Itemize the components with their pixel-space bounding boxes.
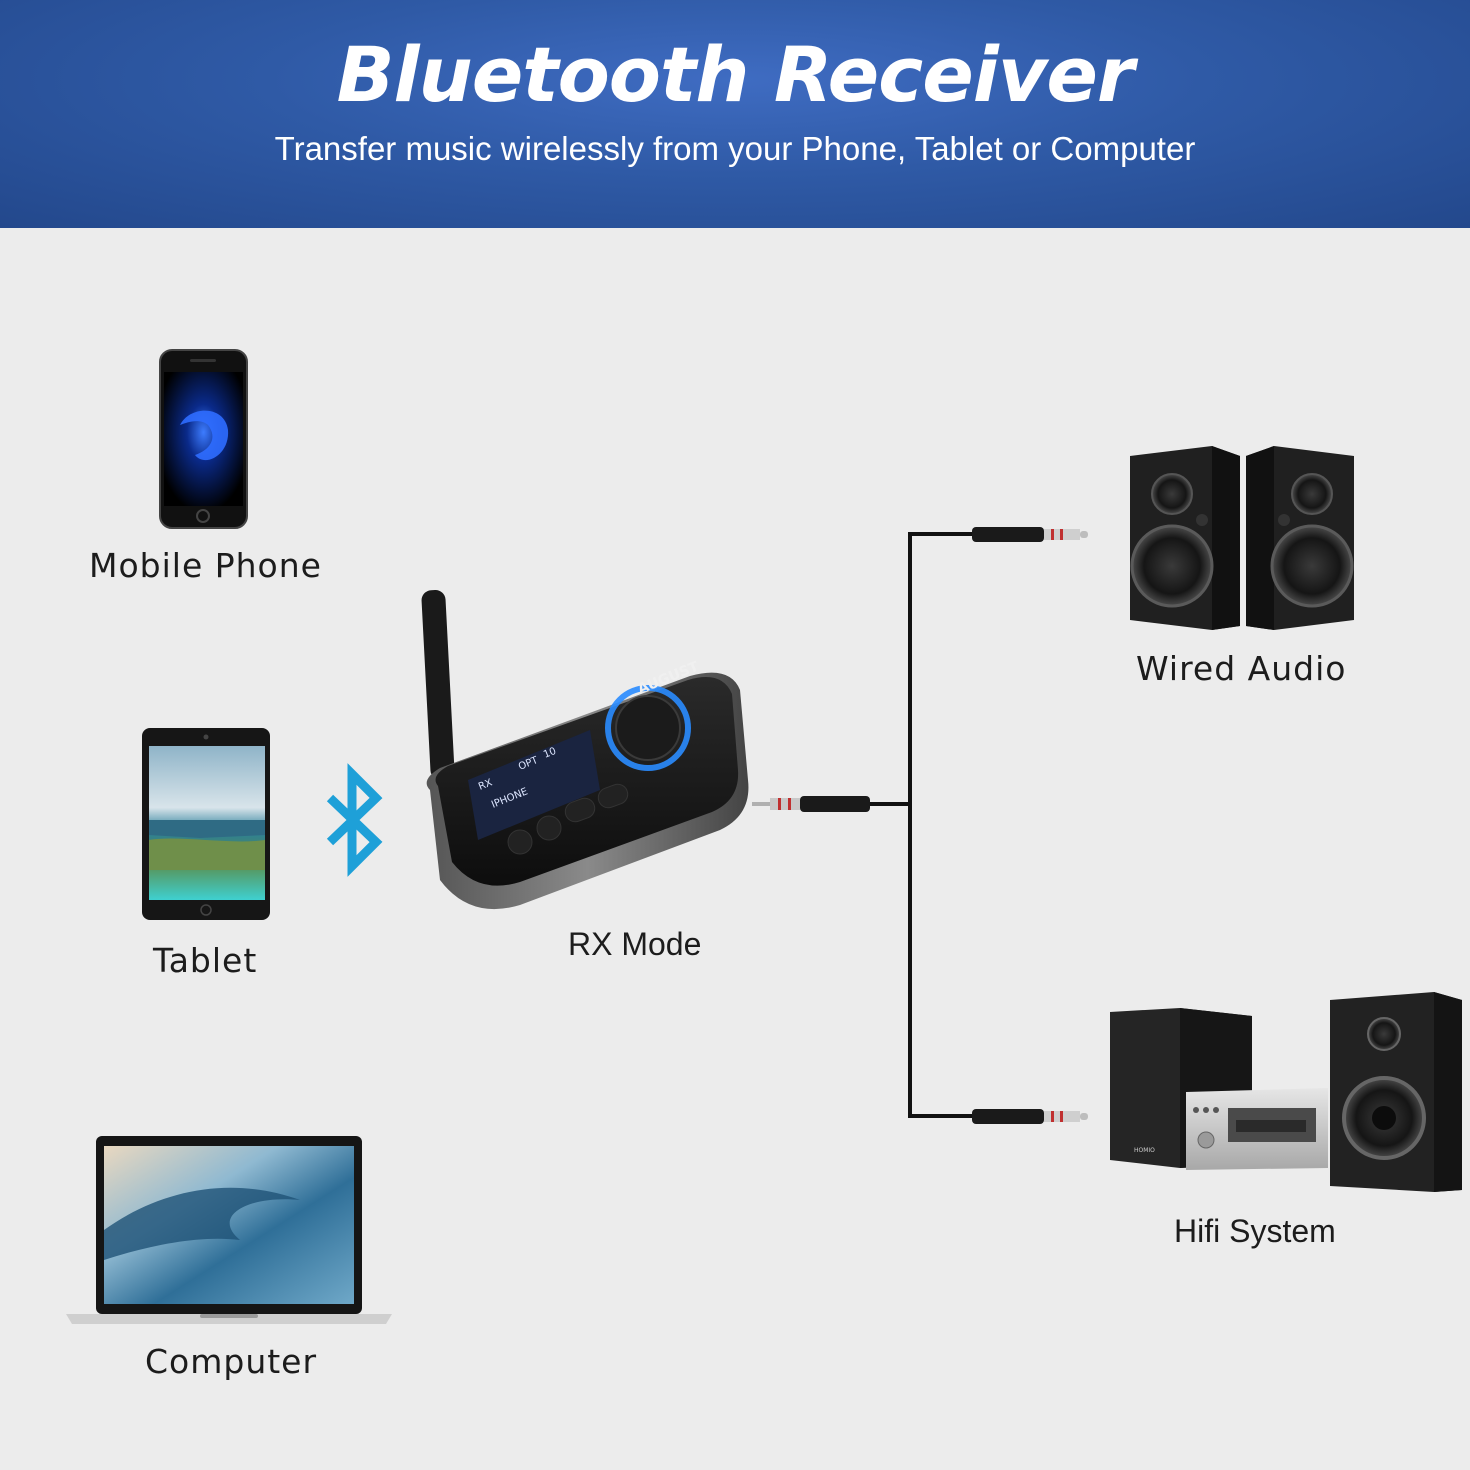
- hifi-system-jack: [972, 1109, 1088, 1124]
- page-subtitle: Transfer music wirelessly from your Phon…: [274, 130, 1196, 167]
- hifi-system-icon: [1110, 992, 1462, 1192]
- device-screen-level: 10: [542, 746, 558, 761]
- wired-audio-jack: [972, 527, 1088, 542]
- hifi-brand-text: HOMIO: [1134, 1147, 1155, 1154]
- bluetooth-receiver-device: [421, 590, 749, 910]
- wired-audio-label: Wired Audio: [1136, 649, 1347, 688]
- rx-mode-label: RX Mode: [568, 926, 702, 962]
- wired-speakers-icon: [1130, 446, 1354, 630]
- output-audio-cable: [752, 532, 975, 1118]
- page-title: Bluetooth Receiver: [336, 30, 1135, 119]
- computer-label: Computer: [145, 1342, 318, 1381]
- mobile-phone-label: Mobile Phone: [89, 546, 322, 585]
- bluetooth-icon: [326, 763, 383, 877]
- tablet-label: Tablet: [153, 941, 258, 980]
- hifi-system-label: Hifi System: [1174, 1213, 1336, 1249]
- mobile-phone-icon: [159, 349, 248, 529]
- device-screen-mode: RX: [477, 777, 494, 792]
- laptop-icon: [66, 1136, 392, 1324]
- header-banner: Bluetooth Receiver Transfer music wirele…: [0, 0, 1470, 228]
- tablet-icon: [142, 728, 270, 920]
